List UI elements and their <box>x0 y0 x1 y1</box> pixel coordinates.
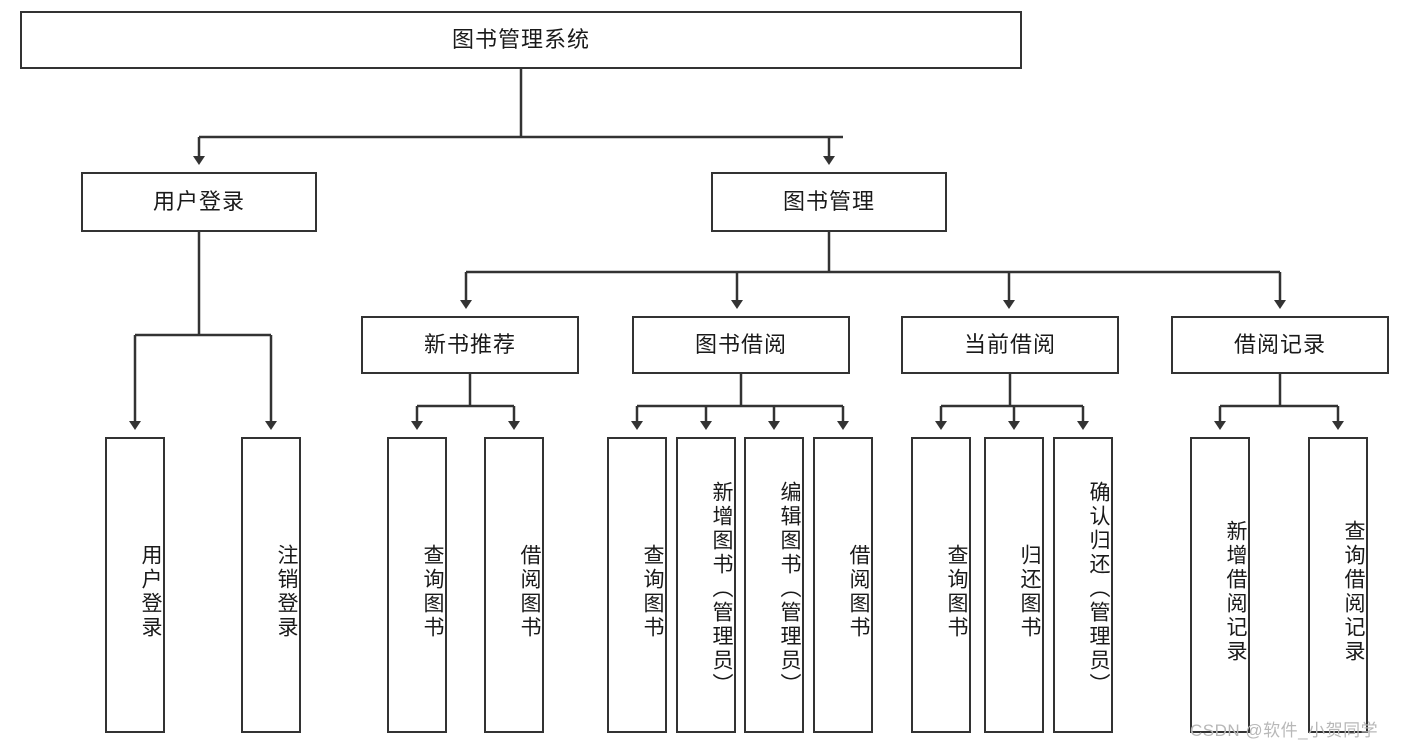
leaf-node-logout[interactable]: 注销登录 <box>241 437 301 733</box>
leaf-node-edit-book-admin[interactable]: 编辑图书（管理员） <box>744 437 804 733</box>
leaf-node-query-books-borrow[interactable]: 查询图书 <box>607 437 667 733</box>
node-current-borrow[interactable]: 当前借阅 <box>901 316 1119 374</box>
node-book-management[interactable]: 图书管理 <box>711 172 947 232</box>
leaf-node-borrow-books-rec[interactable]: 借阅图书 <box>484 437 544 733</box>
node-borrow-records[interactable]: 借阅记录 <box>1171 316 1389 374</box>
leaf-node-query-books-current[interactable]: 查询图书 <box>911 437 971 733</box>
leaf-node-return-book[interactable]: 归还图书 <box>984 437 1044 733</box>
node-book-borrow[interactable]: 图书借阅 <box>632 316 850 374</box>
node-new-book-recommendation[interactable]: 新书推荐 <box>361 316 579 374</box>
node-user-login[interactable]: 用户登录 <box>81 172 317 232</box>
leaf-node-query-borrow-record[interactable]: 查询借阅记录 <box>1308 437 1368 733</box>
leaf-node-add-borrow-record[interactable]: 新增借阅记录 <box>1190 437 1250 733</box>
leaf-node-query-books-rec[interactable]: 查询图书 <box>387 437 447 733</box>
csdn-watermark: CSDN @软件_小贺同学 <box>1190 721 1379 740</box>
leaf-node-user-login[interactable]: 用户登录 <box>105 437 165 733</box>
leaf-node-confirm-return-admin[interactable]: 确认归还（管理员） <box>1053 437 1113 733</box>
leaf-node-borrow-book[interactable]: 借阅图书 <box>813 437 873 733</box>
leaf-node-add-book-admin[interactable]: 新增图书（管理员） <box>676 437 736 733</box>
node-root-system[interactable]: 图书管理系统 <box>20 11 1022 69</box>
